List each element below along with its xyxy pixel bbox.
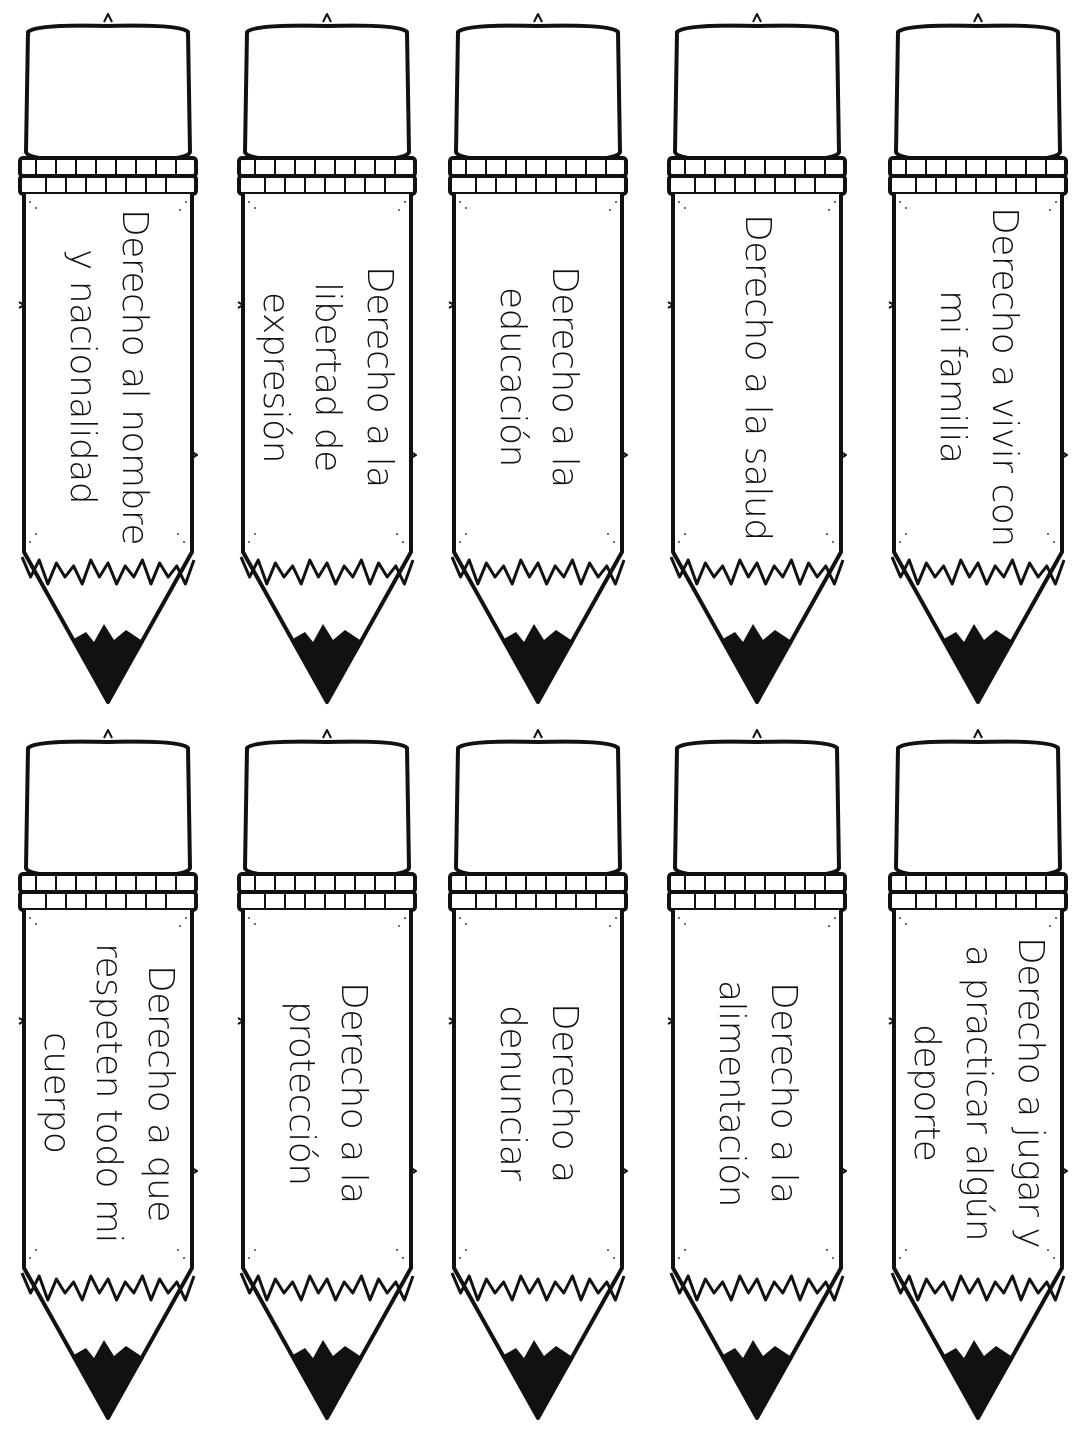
- pencil-label-area: Derecho a la libertad de expresión: [245, 207, 409, 547]
- pencil-label-area: Derecho a la protección: [245, 923, 409, 1263]
- pencil-card: Derecho a la alimentación: [665, 728, 849, 1423]
- pencil-card: Derecho a la educación: [446, 12, 630, 707]
- pencil-card: Derecho a que respeten todo mi cuerpo: [16, 728, 200, 1423]
- pencil-label-area: Derecho a que respeten todo mi cuerpo: [26, 923, 190, 1263]
- pencil-label-area: Derecho a la salud: [675, 207, 839, 547]
- right-text: Derecho a la protección: [281, 982, 374, 1204]
- pencil-drawing: [667, 729, 847, 1420]
- pencil-drawing: [888, 13, 1068, 704]
- pencil-label-area: Derecho al nombre y nacionalidad: [26, 207, 190, 547]
- right-text: Derecho a jugar y a practicar algún depo…: [906, 937, 1051, 1249]
- pencil-card: Derecho al nombre y nacionalidad: [16, 12, 200, 707]
- right-text: Derecho a la libertad de expresión: [255, 266, 400, 488]
- pencil-drawing: [888, 729, 1068, 1420]
- pencil-card: Derecho a jugar y a practicar algún depo…: [886, 728, 1070, 1423]
- right-text: Derecho a vivir con mi familia: [932, 207, 1025, 547]
- pencil-drawing: [18, 13, 198, 704]
- pencil-label-area: Derecho a la educación: [456, 207, 620, 547]
- pencil-card: Derecho a vivir con mi familia: [886, 12, 1070, 707]
- right-text: Derecho a la salud: [737, 213, 778, 541]
- pencil-drawing: [448, 729, 628, 1420]
- right-text: Derecho a que respeten todo mi cuerpo: [36, 943, 181, 1243]
- pencil-drawing: [18, 729, 198, 1420]
- pencil-card: Derecho a la protección: [235, 728, 419, 1423]
- pencil-card: Derecho a la salud: [665, 12, 849, 707]
- right-text: Derecho a la alimentación: [711, 979, 804, 1207]
- pencil-card: Derecho a la libertad de expresión: [235, 12, 419, 707]
- right-text: Derecho a la educación: [492, 266, 585, 488]
- pencil-drawing: [448, 13, 628, 704]
- pencil-label-area: Derecho a vivir con mi familia: [896, 207, 1060, 547]
- pencil-drawing: [667, 13, 847, 704]
- pencil-drawing: [237, 729, 417, 1420]
- pencil-label-area: Derecho a denunciar: [456, 923, 620, 1263]
- right-text: Derecho al nombre y nacionalidad: [62, 208, 155, 546]
- pencil-card: Derecho a denunciar: [446, 728, 630, 1423]
- right-text: Derecho a denunciar: [492, 1003, 585, 1183]
- pencil-label-area: Derecho a jugar y a practicar algún depo…: [896, 923, 1060, 1263]
- pencil-label-area: Derecho a la alimentación: [675, 923, 839, 1263]
- pencil-drawing: [237, 13, 417, 704]
